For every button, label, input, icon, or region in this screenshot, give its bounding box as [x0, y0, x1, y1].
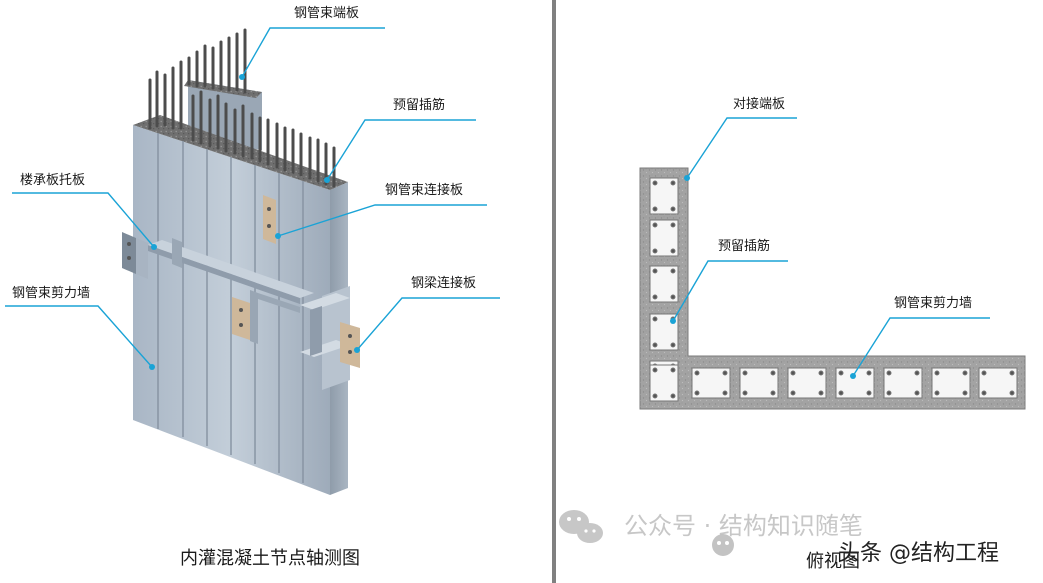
beam-flange-top	[300, 293, 350, 310]
mid-connecting-stiffener	[250, 290, 258, 344]
panel-divider	[552, 0, 556, 583]
plan-cell-vertical	[649, 265, 679, 303]
label-beam-plate: 钢梁连接板	[411, 275, 476, 291]
plan-cell-horizontal	[978, 367, 1018, 399]
wechat-icon	[559, 510, 603, 543]
toutiao-icon	[712, 534, 734, 556]
label-connecting-plate: 钢管束连接板	[385, 182, 463, 198]
plan-cells-horizontal	[691, 367, 1018, 399]
reserved-rebars	[148, 28, 336, 188]
right-leaders	[672, 117, 990, 377]
wechat-watermark-text: 公众号 · 结构知识随笔	[624, 512, 863, 540]
label-reserved-rebar: 预留插筋	[393, 97, 445, 113]
floor-bracket-plate	[148, 245, 300, 304]
label-end-plate: 钢管束端板	[294, 6, 359, 21]
leader-reserved-rebar	[326, 119, 476, 181]
plan-cells-vertical	[649, 177, 679, 402]
plan-cell-horizontal	[883, 367, 923, 399]
plan-view	[639, 167, 1026, 410]
leader-reserved-rebar-right	[672, 260, 788, 322]
beam-plate-back	[322, 286, 350, 390]
plan-cell-horizontal	[787, 367, 827, 399]
label-butt-plate: 对接端板	[733, 96, 785, 112]
leader-shear-wall-right	[852, 317, 990, 377]
plan-cell-vertical	[649, 177, 679, 215]
floor-bracket-top	[148, 240, 314, 298]
wechat-watermark	[559, 510, 603, 543]
label-reserved-rebar-right: 预留插筋	[718, 238, 770, 254]
mid-connecting-plate	[232, 297, 250, 340]
bracket-stiffener	[172, 238, 182, 268]
leader-connecting-plate	[277, 204, 487, 237]
leader-floor-bracket	[12, 192, 155, 248]
tube-seams	[157, 133, 304, 483]
label-floor-bracket: 楼承板托板	[20, 173, 85, 188]
plan-cell-horizontal	[931, 367, 971, 399]
left-leaders	[5, 27, 500, 368]
plan-cell-horizontal	[691, 367, 731, 399]
tube-connecting-plate	[263, 195, 276, 244]
plan-cell-vertical	[649, 364, 679, 402]
leader-end-plate	[241, 27, 385, 78]
beam-connection-plate	[340, 322, 360, 368]
plan-cell-horizontal	[739, 367, 779, 399]
label-shear-wall-left: 钢管束剪力墙	[12, 285, 90, 301]
leader-beam-plate	[356, 297, 500, 351]
caption-axonometric: 内灌混凝土节点轴测图	[180, 548, 360, 569]
left-gusset-plate	[122, 232, 136, 274]
label-shear-wall-right: 钢管束剪力墙	[894, 295, 972, 311]
leader-shear-wall	[5, 305, 153, 368]
right-leader-dots	[670, 175, 856, 379]
plan-cell-vertical	[649, 219, 679, 257]
mid-tie-plate	[258, 293, 300, 313]
left-leader-dots	[149, 74, 360, 370]
left-gusset-face	[136, 238, 148, 279]
beam-web	[310, 306, 322, 356]
axonometric-view	[122, 28, 360, 495]
leader-butt-plate	[686, 117, 797, 179]
toutiao-watermark-text: 头条 @结构工程	[838, 541, 999, 566]
caption-plan-view: 俯视图	[806, 551, 860, 572]
